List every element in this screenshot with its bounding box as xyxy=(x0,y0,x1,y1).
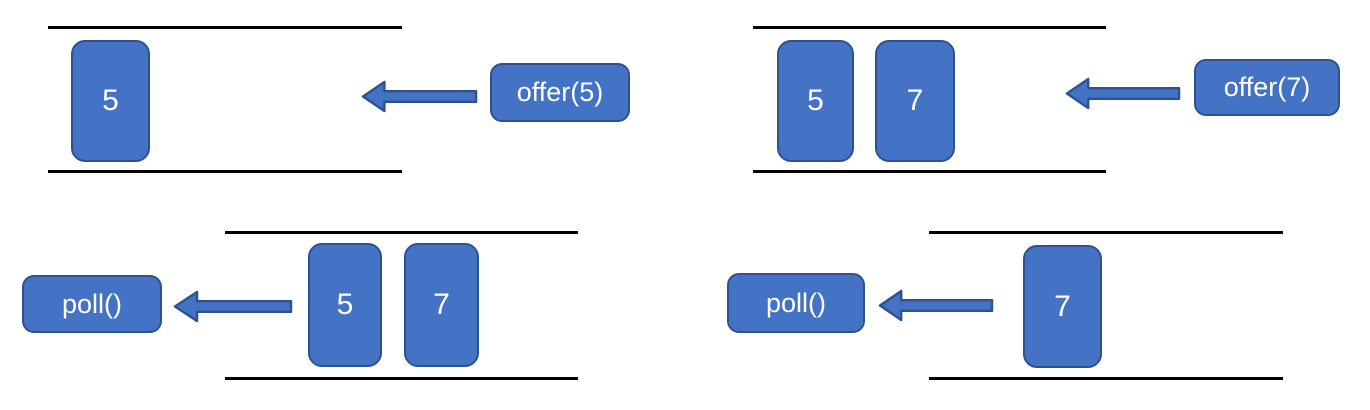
queue-rail-bottom xyxy=(753,170,1106,173)
queue-item-card: 5 xyxy=(308,243,382,367)
queue-item-value: 5 xyxy=(336,288,354,321)
queue-rail-top xyxy=(225,231,578,234)
left-arrow-icon xyxy=(173,290,293,323)
queue-rail-bottom xyxy=(225,377,578,380)
queue-item-card: 7 xyxy=(1023,245,1102,368)
queue-item-value: 5 xyxy=(807,84,824,117)
queue-item-value: 5 xyxy=(102,84,119,117)
queue-item-card: 7 xyxy=(404,243,479,367)
left-arrow-icon xyxy=(878,289,994,322)
queue-item-value: 7 xyxy=(1054,289,1071,323)
operation-label-text: offer(5) xyxy=(516,77,604,107)
queue-item-value: 7 xyxy=(906,84,924,117)
operation-label: offer(7) xyxy=(1194,59,1340,116)
queue-rail-top xyxy=(753,26,1106,29)
queue-item-card: 5 xyxy=(71,40,150,162)
operation-label-text: poll() xyxy=(61,288,122,319)
queue-rail-top xyxy=(48,26,402,29)
queue-item-card: 5 xyxy=(777,40,854,162)
queue-item-value: 7 xyxy=(433,288,450,321)
left-arrow-icon xyxy=(1065,77,1181,110)
operation-label-text: poll() xyxy=(765,287,826,318)
queue-item-card: 7 xyxy=(875,40,955,162)
operation-label: poll() xyxy=(22,275,162,333)
operation-label-text: offer(7) xyxy=(1223,72,1311,102)
queue-rail-bottom xyxy=(48,170,402,173)
queue-rail-bottom xyxy=(929,377,1283,380)
operation-label: offer(5) xyxy=(490,63,630,122)
left-arrow-icon xyxy=(361,80,478,113)
queue-rail-top xyxy=(929,231,1283,234)
operation-label: poll() xyxy=(727,273,865,333)
